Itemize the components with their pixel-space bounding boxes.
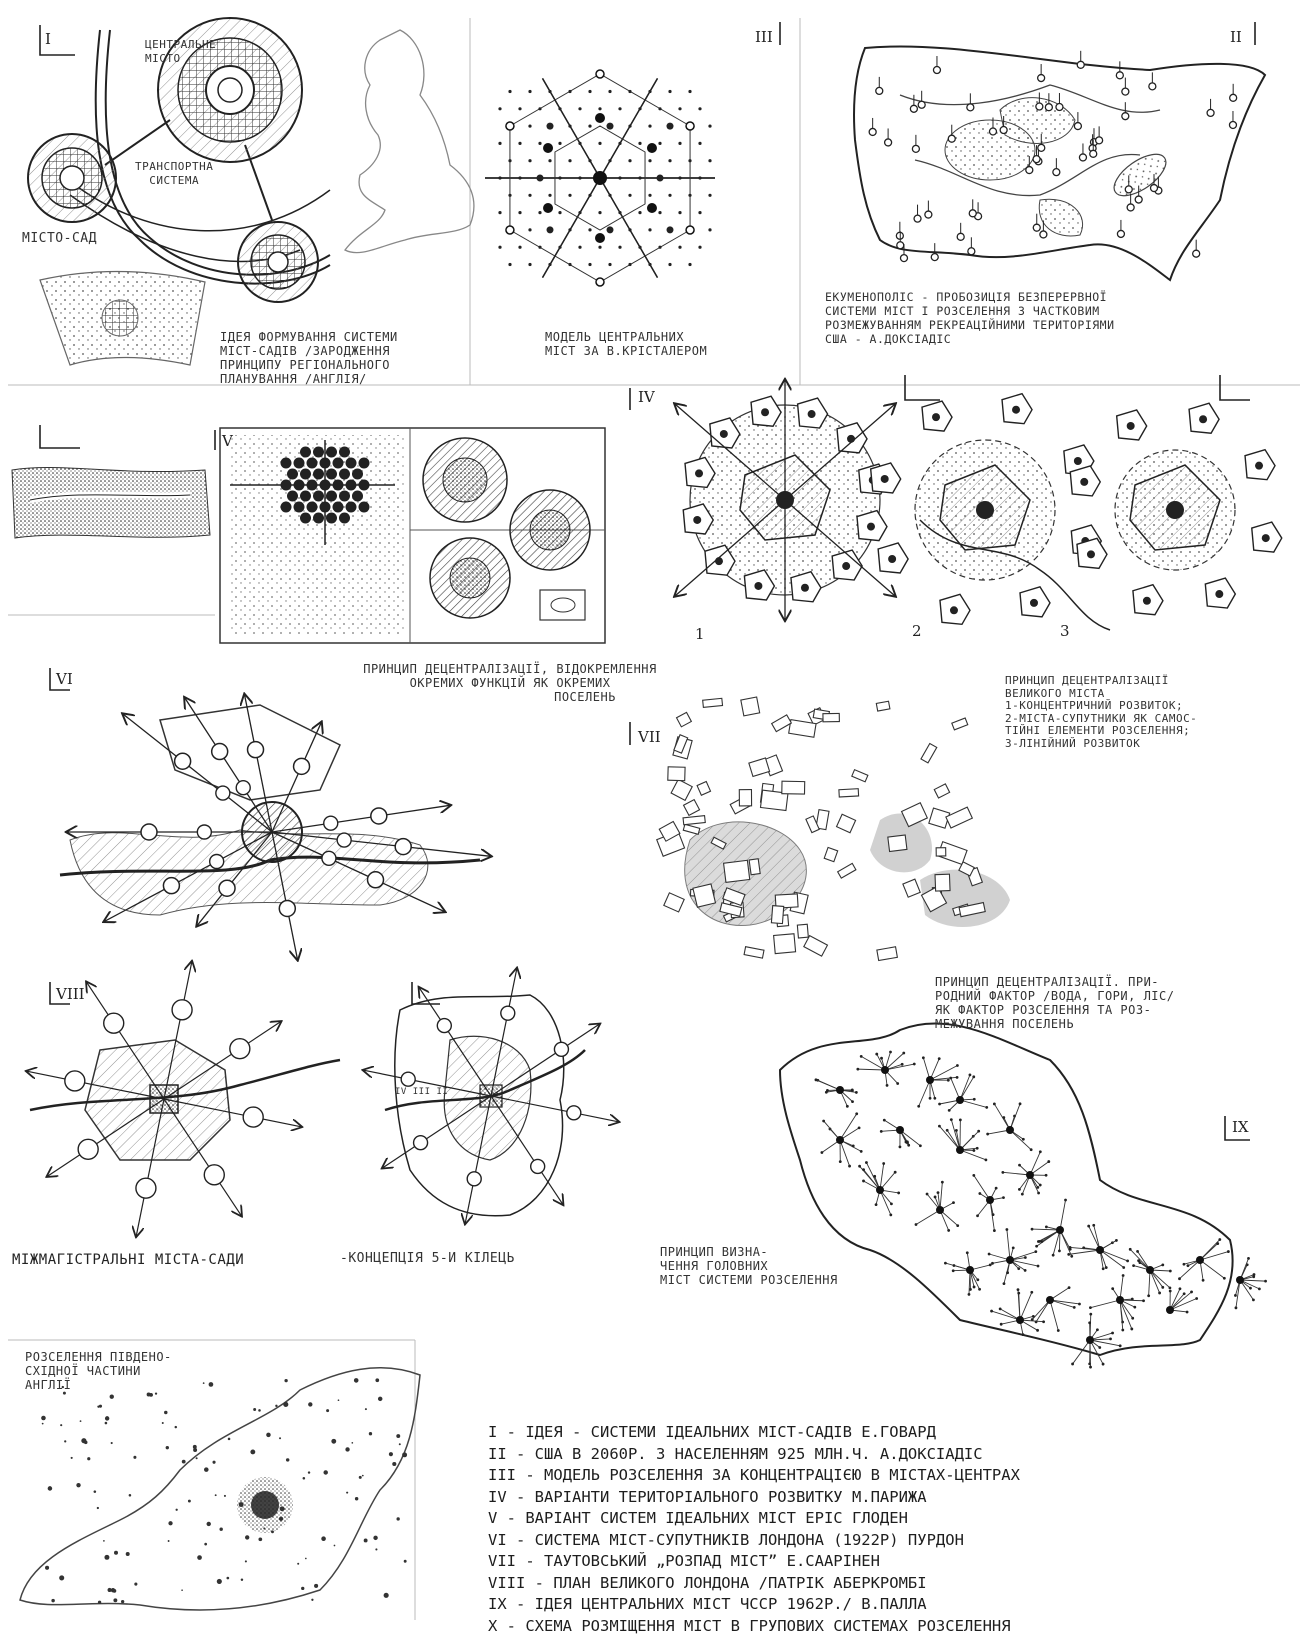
panel-numeral-iv: IV: [638, 388, 655, 406]
britain-outline: [345, 30, 474, 253]
usa-ecumenopolis-map: [854, 46, 1265, 280]
panel-numeral-v: V: [222, 432, 233, 450]
variant-number-2: 2: [912, 622, 922, 640]
legend-item: X - СХЕМА РОЗМІЩЕННЯ МІСТ В ГРУПОВИХ СИС…: [488, 1616, 1020, 1637]
glodin-ideal-cities: [220, 428, 605, 643]
variant-number-3: 3: [1060, 622, 1070, 640]
panel-numeral-ii: II: [1230, 28, 1242, 46]
corner-marks: [40, 22, 1255, 1140]
czechoslovakia-central-cities: [780, 1023, 1267, 1368]
ring-marks: IV III II: [395, 1085, 448, 1099]
london-satellite-system: [60, 695, 491, 960]
garden-city-diagram: [28, 18, 330, 365]
legend-item: V - ВАРІАНТ СИСТЕМ ІДЕАЛЬНИХ МІСТ ЕРІС Г…: [488, 1508, 1020, 1530]
caption-panel-viii-right: -КОНЦЕПЦІЯ 5-И КІЛЕЦЬ: [340, 1252, 515, 1266]
legend-item: VII - ТАУТОВСЬКИЙ „РОЗПАД МІСТ” Е.СААРІН…: [488, 1551, 1020, 1573]
panel-numeral-vi: VI: [56, 670, 73, 688]
garden-city-label: МІСТО-САД: [22, 232, 97, 246]
legend-list: I - ІДЕЯ - СИСТЕМИ ІДЕАЛЬНИХ МІСТ-САДІВ …: [488, 1422, 1020, 1637]
christaller-lattice: [485, 70, 715, 286]
panel-numeral-viii: VIII: [56, 985, 85, 1003]
legend-item: III - МОДЕЛЬ РОЗСЕЛЕННЯ ЗА КОНЦЕНТРАЦІЄЮ…: [488, 1465, 1020, 1487]
legend-item: VI - СИСТЕМА МІСТ-СУПУТНИКІВ ЛОНДОНА (19…: [488, 1530, 1020, 1552]
caption-panel-viii-left: МІЖМАГІСТРАЛЬНІ МІСТА-САДИ: [12, 1252, 244, 1268]
panel-numeral-vii: VII: [638, 728, 661, 746]
panel-numeral-iii: III: [755, 28, 773, 46]
panel-numeral-i: I: [45, 30, 51, 48]
south-east-england-settlement: [20, 1368, 420, 1610]
saarinen-decentralization: [657, 697, 1010, 961]
legend-item: I - ІДЕЯ - СИСТЕМИ ІДЕАЛЬНИХ МІСТ-САДІВ …: [488, 1422, 1020, 1444]
variant-number-1: 1: [695, 625, 705, 643]
layout-rules: [8, 18, 1300, 1620]
panel-numeral-ix: IX: [1232, 1118, 1249, 1136]
legend-item: VIII - ПЛАН ВЕЛИКОГО ЛОНДОНА /ПАТРІК АБЕ…: [488, 1573, 1020, 1595]
greater-london-plan: [27, 962, 619, 1236]
paris-development-variants: [675, 380, 1282, 630]
legend-item: II - США В 2060Р. З НАСЕЛЕННЯМ 925 МЛН.Ч…: [488, 1444, 1020, 1466]
legend-item: IX - ІДЕЯ ЦЕНТРАЛЬНИХ МІСТ ЧССР 1962Р./ …: [488, 1594, 1020, 1616]
linear-city-strip: [12, 467, 210, 538]
legend-item: IV - ВАРІАНТИ ТЕРИТОРІАЛЬНОГО РОЗВИТКУ М…: [488, 1487, 1020, 1509]
caption-panel-vii: ПРИНЦИП ДЕЦЕНТРАЛІЗАЦІЇ. ПРИ-РОДНИЙ ФАКТ…: [935, 975, 1174, 1031]
